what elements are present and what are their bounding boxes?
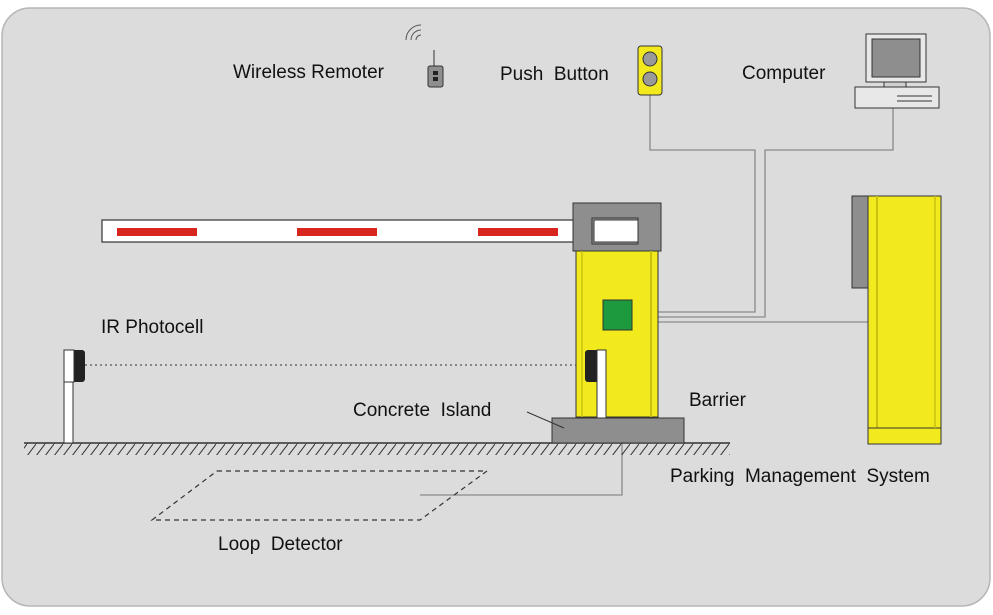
boom-stripe — [478, 228, 558, 236]
concrete-island — [551, 417, 685, 444]
parking-management-system-label: Parking Management System — [670, 466, 930, 487]
diagram-panel — [1, 7, 991, 607]
barrier-label: Barrier — [689, 390, 747, 411]
barrier-head — [572, 202, 662, 252]
computer-label: Computer — [742, 63, 826, 84]
push-button-label: Push Button — [500, 64, 609, 85]
wireless-remoter-label: Wireless Remoter — [233, 62, 385, 83]
boom-stripe — [297, 228, 377, 236]
boom-stripe — [117, 228, 197, 236]
ground — [24, 442, 730, 455]
barrier-cabinet — [575, 250, 659, 418]
photocell-icon — [63, 349, 85, 444]
computer-icon — [854, 33, 940, 109]
controller-board — [602, 299, 633, 331]
concrete-island-leader — [526, 411, 565, 429]
loop-detector-label: Loop Detector — [218, 534, 343, 555]
loop-detector-outline — [150, 470, 489, 521]
concrete-island-label: Concrete Island — [353, 400, 491, 421]
parking-management-cabinet — [851, 195, 942, 445]
remote-control-icon — [405, 24, 444, 88]
boom-arm — [101, 219, 639, 243]
ir-photocell-label: IR Photocell — [101, 317, 203, 338]
photocell-icon — [585, 349, 607, 419]
push-button-icon — [637, 45, 663, 96]
